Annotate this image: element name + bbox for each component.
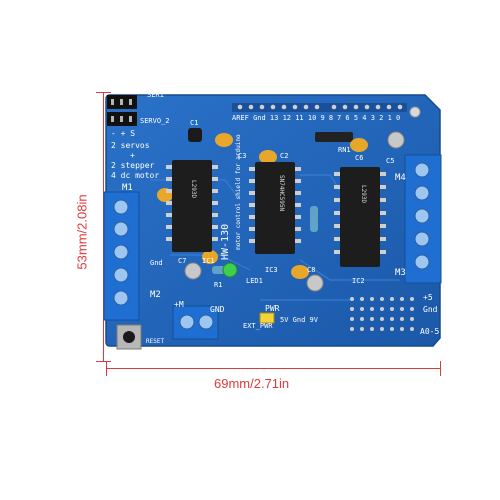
c5-label: C5 bbox=[386, 157, 394, 165]
ic2-label: IC2 bbox=[352, 277, 365, 285]
rn1-label: RN1 bbox=[338, 146, 351, 154]
c6-label: C6 bbox=[355, 154, 363, 162]
terminal-power bbox=[172, 305, 219, 340]
servo-info-4: 4 dc motor bbox=[111, 171, 159, 180]
r1-label: R1 bbox=[214, 281, 222, 289]
top-header-pins bbox=[232, 103, 407, 112]
plus-m-label: +M bbox=[174, 300, 184, 309]
subtitle-label: motor control shield for arduino bbox=[235, 134, 242, 250]
ic1-mark: L293D bbox=[190, 180, 197, 198]
a05-label: A0-5 bbox=[420, 327, 439, 336]
m3-label: M3 bbox=[395, 268, 406, 278]
terminal-m3-m4 bbox=[404, 154, 442, 284]
gnd-left-label: Gnd bbox=[150, 259, 163, 267]
c8-label: C8 bbox=[307, 266, 315, 274]
model-label: HW-130 bbox=[220, 224, 231, 260]
ser1-text: SER1 bbox=[147, 91, 164, 99]
c7-label: C7 bbox=[178, 257, 186, 265]
width-tick-right bbox=[440, 361, 441, 376]
width-dimension-line bbox=[106, 368, 441, 369]
ic3-label: IC3 bbox=[265, 266, 278, 274]
reset-label: RESET bbox=[146, 338, 164, 345]
terminal-m1-m2 bbox=[103, 191, 140, 321]
ic3-mark: SN74HC595N bbox=[278, 175, 285, 212]
servo-info-3: 2 stepper bbox=[111, 161, 155, 170]
pwr-label: PWR bbox=[265, 304, 280, 313]
chip-ic3 bbox=[249, 162, 301, 254]
c1-label: C1 bbox=[190, 119, 198, 127]
servo-info-2: + bbox=[130, 151, 135, 160]
pwr-sub-label: 5V Gnd 9V bbox=[280, 316, 319, 324]
width-dimension-label: 69mm/2.71in bbox=[214, 376, 290, 391]
c3-label: C3 bbox=[238, 152, 246, 160]
servo-info-0: - + S bbox=[111, 129, 135, 138]
m4-label: M4 bbox=[395, 173, 406, 183]
height-tick-top bbox=[96, 92, 111, 93]
plus5-label: +5 bbox=[423, 293, 433, 302]
header-top-label: AREF Gnd 13 12 11 10 9 8 bbox=[232, 114, 333, 122]
chip-ic2 bbox=[334, 167, 386, 267]
height-tick-bottom bbox=[96, 361, 111, 362]
servo-info-1: 2 servos bbox=[111, 141, 150, 150]
chip-ic1 bbox=[166, 160, 218, 252]
servo2-text: SERVO_2 bbox=[140, 117, 170, 125]
ext-pwr-label: EXT_PWR bbox=[243, 322, 273, 330]
gnd-bottom-label: GND bbox=[210, 305, 225, 314]
c2-label: C2 bbox=[280, 152, 288, 160]
m2-label: M2 bbox=[150, 290, 161, 300]
ic2-mark: L293D bbox=[360, 185, 367, 203]
width-tick-left bbox=[106, 361, 107, 376]
header-top-right-label: 7 6 5 4 3 2 1 0 bbox=[337, 114, 400, 122]
servo-headers bbox=[107, 95, 137, 126]
m1-label: M1 bbox=[122, 183, 133, 193]
ic1-label: IC1 bbox=[202, 257, 215, 265]
led1-label: LED1 bbox=[246, 277, 263, 285]
gnd-right-label: Gnd bbox=[423, 305, 438, 314]
